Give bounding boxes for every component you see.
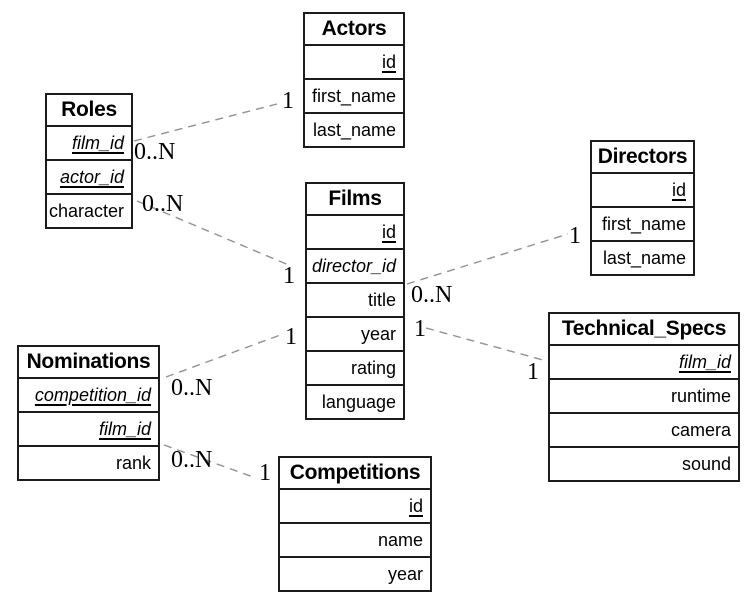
relation-line-nominations-competitions [163,444,257,479]
attribute-rank: rank [19,445,158,479]
cardinality-label-roles-actors-0: 0..N [134,139,176,165]
attribute-rating: rating [307,350,403,384]
attribute-language: language [307,384,403,418]
cardinality-label-nominations-films-0: 0..N [171,375,213,401]
attribute-actor_id: actor_id [47,159,131,193]
entity-title-films: Films [328,187,382,210]
cardinality-label-roles-actors-1: 1 [282,88,294,114]
cardinality-label-films-technical_specs-1: 1 [527,359,539,385]
entity-title-technical_specs: Technical_Specs [561,317,727,340]
attribute-character: character [47,193,131,227]
attribute-director_id: director_id [307,248,403,282]
cardinality-label-nominations-competitions-0: 0..N [171,447,213,473]
cardinality-label-films-directors-1: 1 [569,223,581,249]
attribute-id: id [592,172,693,206]
attribute-camera: camera [550,412,738,446]
entity-title-directors: Directors [597,145,688,168]
attribute-name: name [280,522,430,556]
attribute-id: id [307,214,403,248]
entity-title-roles: Roles [61,98,117,121]
attribute-id: id [280,488,430,522]
attribute-last_name: last_name [592,240,693,274]
attribute-title: title [307,282,403,316]
attribute-sound: sound [550,446,738,480]
attribute-first_name: first_name [592,206,693,240]
attribute-film_id: film_id [550,344,738,378]
relation-line-roles-actors [133,103,278,142]
entity-title-nominations: Nominations [26,350,151,373]
attribute-runtime: runtime [550,378,738,412]
cardinality-label-roles-films-1: 1 [283,263,295,289]
attribute-year: year [307,316,403,350]
relation-line-films-directors [406,233,569,285]
entity-title-actors: Actors [321,17,387,40]
cardinality-label-roles-films-0: 0..N [142,191,184,217]
attribute-last_name: last_name [305,112,403,146]
cardinality-label-films-directors-0: 0..N [411,282,453,308]
attribute-competition_id: competition_id [19,377,158,411]
entity-title-competitions: Competitions [289,461,421,484]
attribute-id: id [305,44,403,78]
attribute-film_id: film_id [19,411,158,445]
attribute-first_name: first_name [305,78,403,112]
attribute-film_id: film_id [47,125,131,159]
cardinality-label-nominations-films-1: 1 [285,324,297,350]
cardinality-label-films-technical_specs-0: 1 [414,316,426,342]
cardinality-label-nominations-competitions-1: 1 [259,460,271,486]
relation-line-nominations-films [165,333,284,378]
relation-line-films-technical_specs [425,327,544,361]
attribute-year: year [280,556,430,590]
